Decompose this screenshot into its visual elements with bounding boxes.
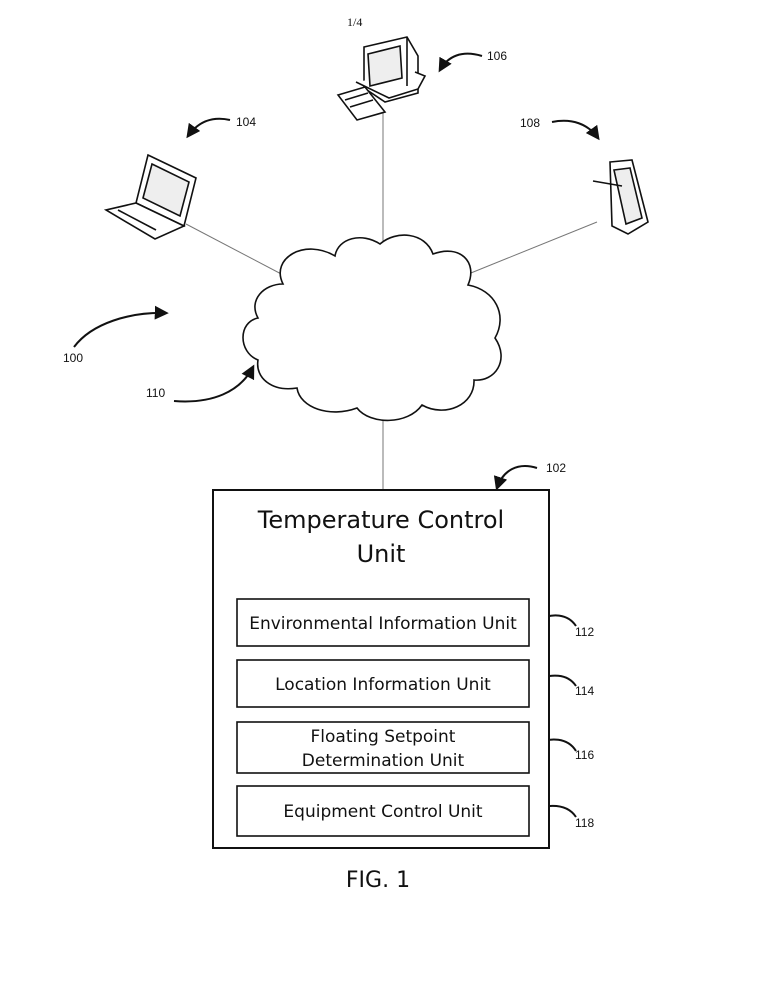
link-tablet-cloud <box>460 221 598 278</box>
arrow-104 <box>186 117 231 139</box>
arrow-106 <box>438 52 483 73</box>
cloud-icon <box>242 234 502 422</box>
arrow-110 <box>173 364 255 403</box>
desktop-computer-icon <box>336 36 427 121</box>
arrow-102 <box>493 465 538 491</box>
ref-equipment: 118 <box>575 816 594 830</box>
svg-text:Environmental Information Unit: Environmental Information Unit <box>249 614 517 634</box>
ref-laptop: 104 <box>236 115 256 129</box>
laptop-icon <box>103 153 197 240</box>
environmental-information-unit: Environmental Information Unit <box>236 598 530 647</box>
ref-floating: 116 <box>575 748 594 762</box>
svg-text:Location Information Unit: Location Information Unit <box>275 675 491 695</box>
ref-location: 114 <box>575 684 594 698</box>
arrow-108 <box>551 119 600 141</box>
tcu-title-line2: Unit <box>357 540 406 568</box>
tablet-icon <box>592 159 649 235</box>
ref-tcu: 102 <box>546 461 566 475</box>
ref-tablet: 108 <box>520 116 540 130</box>
location-information-unit: Location Information Unit <box>236 659 530 708</box>
svg-text:Floating Setpoint: Floating Setpoint <box>311 727 456 747</box>
figure-caption: FIG. 1 <box>346 868 410 893</box>
svg-text:Equipment Control Unit: Equipment Control Unit <box>283 802 482 822</box>
tcu-title-line1: Temperature Control <box>257 506 504 534</box>
equipment-control-unit: Equipment Control Unit <box>236 785 530 837</box>
ref-network: 110 <box>146 386 165 400</box>
ref-desktop: 106 <box>487 49 507 63</box>
ref-system: 100 <box>63 351 83 365</box>
floating-setpoint-determination-unit: Floating Setpoint Determination Unit <box>236 721 530 774</box>
temperature-control-unit: Temperature Control Unit Environmental I… <box>212 489 550 849</box>
page-number: 1/4 <box>347 15 362 29</box>
svg-text:Determination Unit: Determination Unit <box>302 751 465 771</box>
arrow-100 <box>73 305 169 348</box>
link-laptop-cloud <box>185 223 288 278</box>
ref-env: 112 <box>575 625 594 639</box>
